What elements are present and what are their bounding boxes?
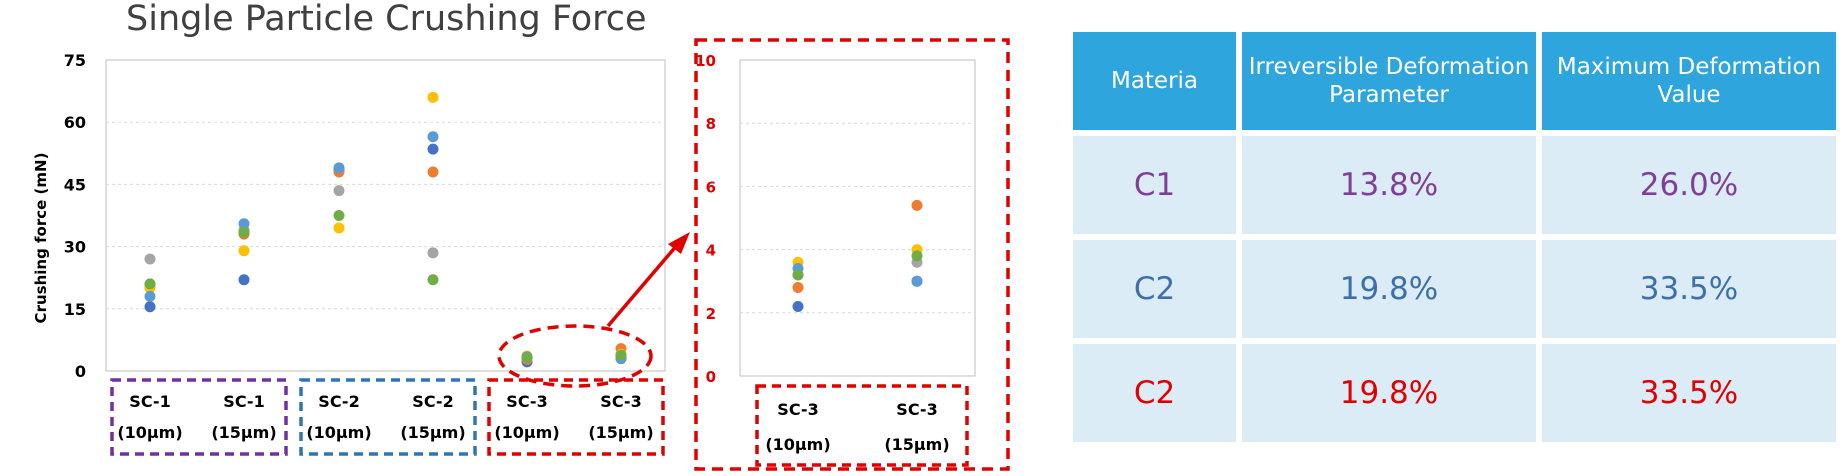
x-category-label: SC-3 (506, 392, 547, 411)
zoom-category-box (755, 384, 969, 467)
data-point (792, 300, 804, 312)
x-category-label: SC-1 (223, 392, 264, 411)
x-category-label: (10μm) (117, 423, 182, 442)
data-point (911, 250, 923, 262)
y-tick-label: 15 (64, 300, 86, 319)
data-point (238, 245, 250, 257)
cell-maximum: 26.0% (1542, 136, 1836, 234)
data-point (144, 278, 156, 290)
data-point (427, 91, 439, 103)
category-group-box (487, 378, 665, 456)
deformation-table: Materia Irreversible Deformation Paramet… (1067, 26, 1842, 448)
zoom-y-tick-label: 6 (706, 178, 716, 196)
x-category-label: SC-1 (129, 392, 170, 411)
x-category-label: (15μm) (400, 423, 465, 442)
cell-material: C1 (1073, 136, 1236, 234)
x-category-label: (10μm) (765, 435, 830, 454)
data-point (427, 143, 439, 155)
data-point (427, 166, 439, 178)
zoom-arrow-head (668, 232, 690, 254)
data-point (427, 131, 439, 143)
x-category-label: (10μm) (494, 423, 559, 442)
cell-irreversible: 19.8% (1242, 344, 1536, 442)
y-tick-label: 30 (64, 238, 86, 257)
main-plot-frame (105, 59, 666, 372)
data-point (427, 274, 439, 286)
header-material: Materia (1073, 32, 1236, 130)
data-point (615, 349, 627, 361)
zoom-plot-frame (739, 59, 976, 377)
data-point (333, 185, 345, 197)
zoom-arrow-line (606, 242, 680, 328)
data-point (333, 222, 345, 234)
data-point (911, 275, 923, 287)
header-maximum: Maximum Deformation Value (1542, 32, 1836, 130)
x-category-label: SC-2 (412, 392, 453, 411)
x-category-label: (15μm) (884, 435, 949, 454)
data-point (521, 352, 533, 364)
data-point (911, 199, 923, 211)
x-category-label: (15μm) (588, 423, 653, 442)
data-point (238, 226, 250, 238)
x-category-label: SC-3 (600, 392, 641, 411)
x-category-label: (10μm) (306, 423, 371, 442)
zoom-panel-frame (694, 38, 1010, 471)
crushing-force-figure: Single Particle Crushing Force Crushing … (32, 0, 1010, 471)
y-tick-label: 45 (64, 175, 86, 194)
data-point (333, 210, 345, 221)
cell-irreversible: 19.8% (1242, 240, 1536, 338)
zoom-y-tick-label: 10 (695, 52, 716, 70)
zoom-y-tick-label: 0 (706, 368, 716, 386)
header-irreversible: Irreversible Deformation Parameter (1242, 32, 1536, 130)
y-tick-label: 0 (75, 362, 86, 381)
table-row: C2 19.8% 33.5% (1073, 240, 1836, 338)
cell-material: C2 (1073, 344, 1236, 442)
data-point (792, 269, 804, 281)
annotations (497, 38, 1010, 471)
category-group-box (299, 378, 477, 456)
data-point (144, 301, 156, 313)
zoom-region-ellipse (497, 324, 653, 388)
table-row: C1 13.8% 26.0% (1073, 136, 1836, 234)
data-point (238, 218, 250, 230)
cell-maximum: 33.5% (1542, 240, 1836, 338)
x-category-label: (15μm) (211, 423, 276, 442)
x-category-label: SC-2 (318, 392, 359, 411)
y-tick-label: 75 (64, 51, 86, 70)
data-point (144, 290, 156, 302)
cell-maximum: 33.5% (1542, 344, 1836, 442)
main-y-axis-label: Crushing force (mN) (32, 153, 50, 324)
zoom-y-tick-label: 8 (706, 115, 716, 133)
cell-irreversible: 13.8% (1242, 136, 1536, 234)
data-point (238, 274, 250, 286)
table-header-row: Materia Irreversible Deformation Paramet… (1073, 32, 1836, 130)
table-row: C2 19.8% 33.5% (1073, 344, 1836, 442)
zoom-y-tick-label: 2 (706, 305, 716, 323)
cell-material: C2 (1073, 240, 1236, 338)
chart-title: Single Particle Crushing Force (126, 0, 647, 39)
x-category-label: SC-3 (896, 400, 937, 419)
data-point (427, 247, 439, 259)
zoom-y-tick-label: 4 (706, 242, 716, 260)
data-point (144, 253, 156, 265)
data-point (792, 282, 804, 294)
x-category-label: SC-3 (777, 400, 818, 419)
category-group-box (110, 378, 288, 456)
data-point (333, 162, 345, 174)
y-tick-label: 60 (64, 113, 86, 132)
